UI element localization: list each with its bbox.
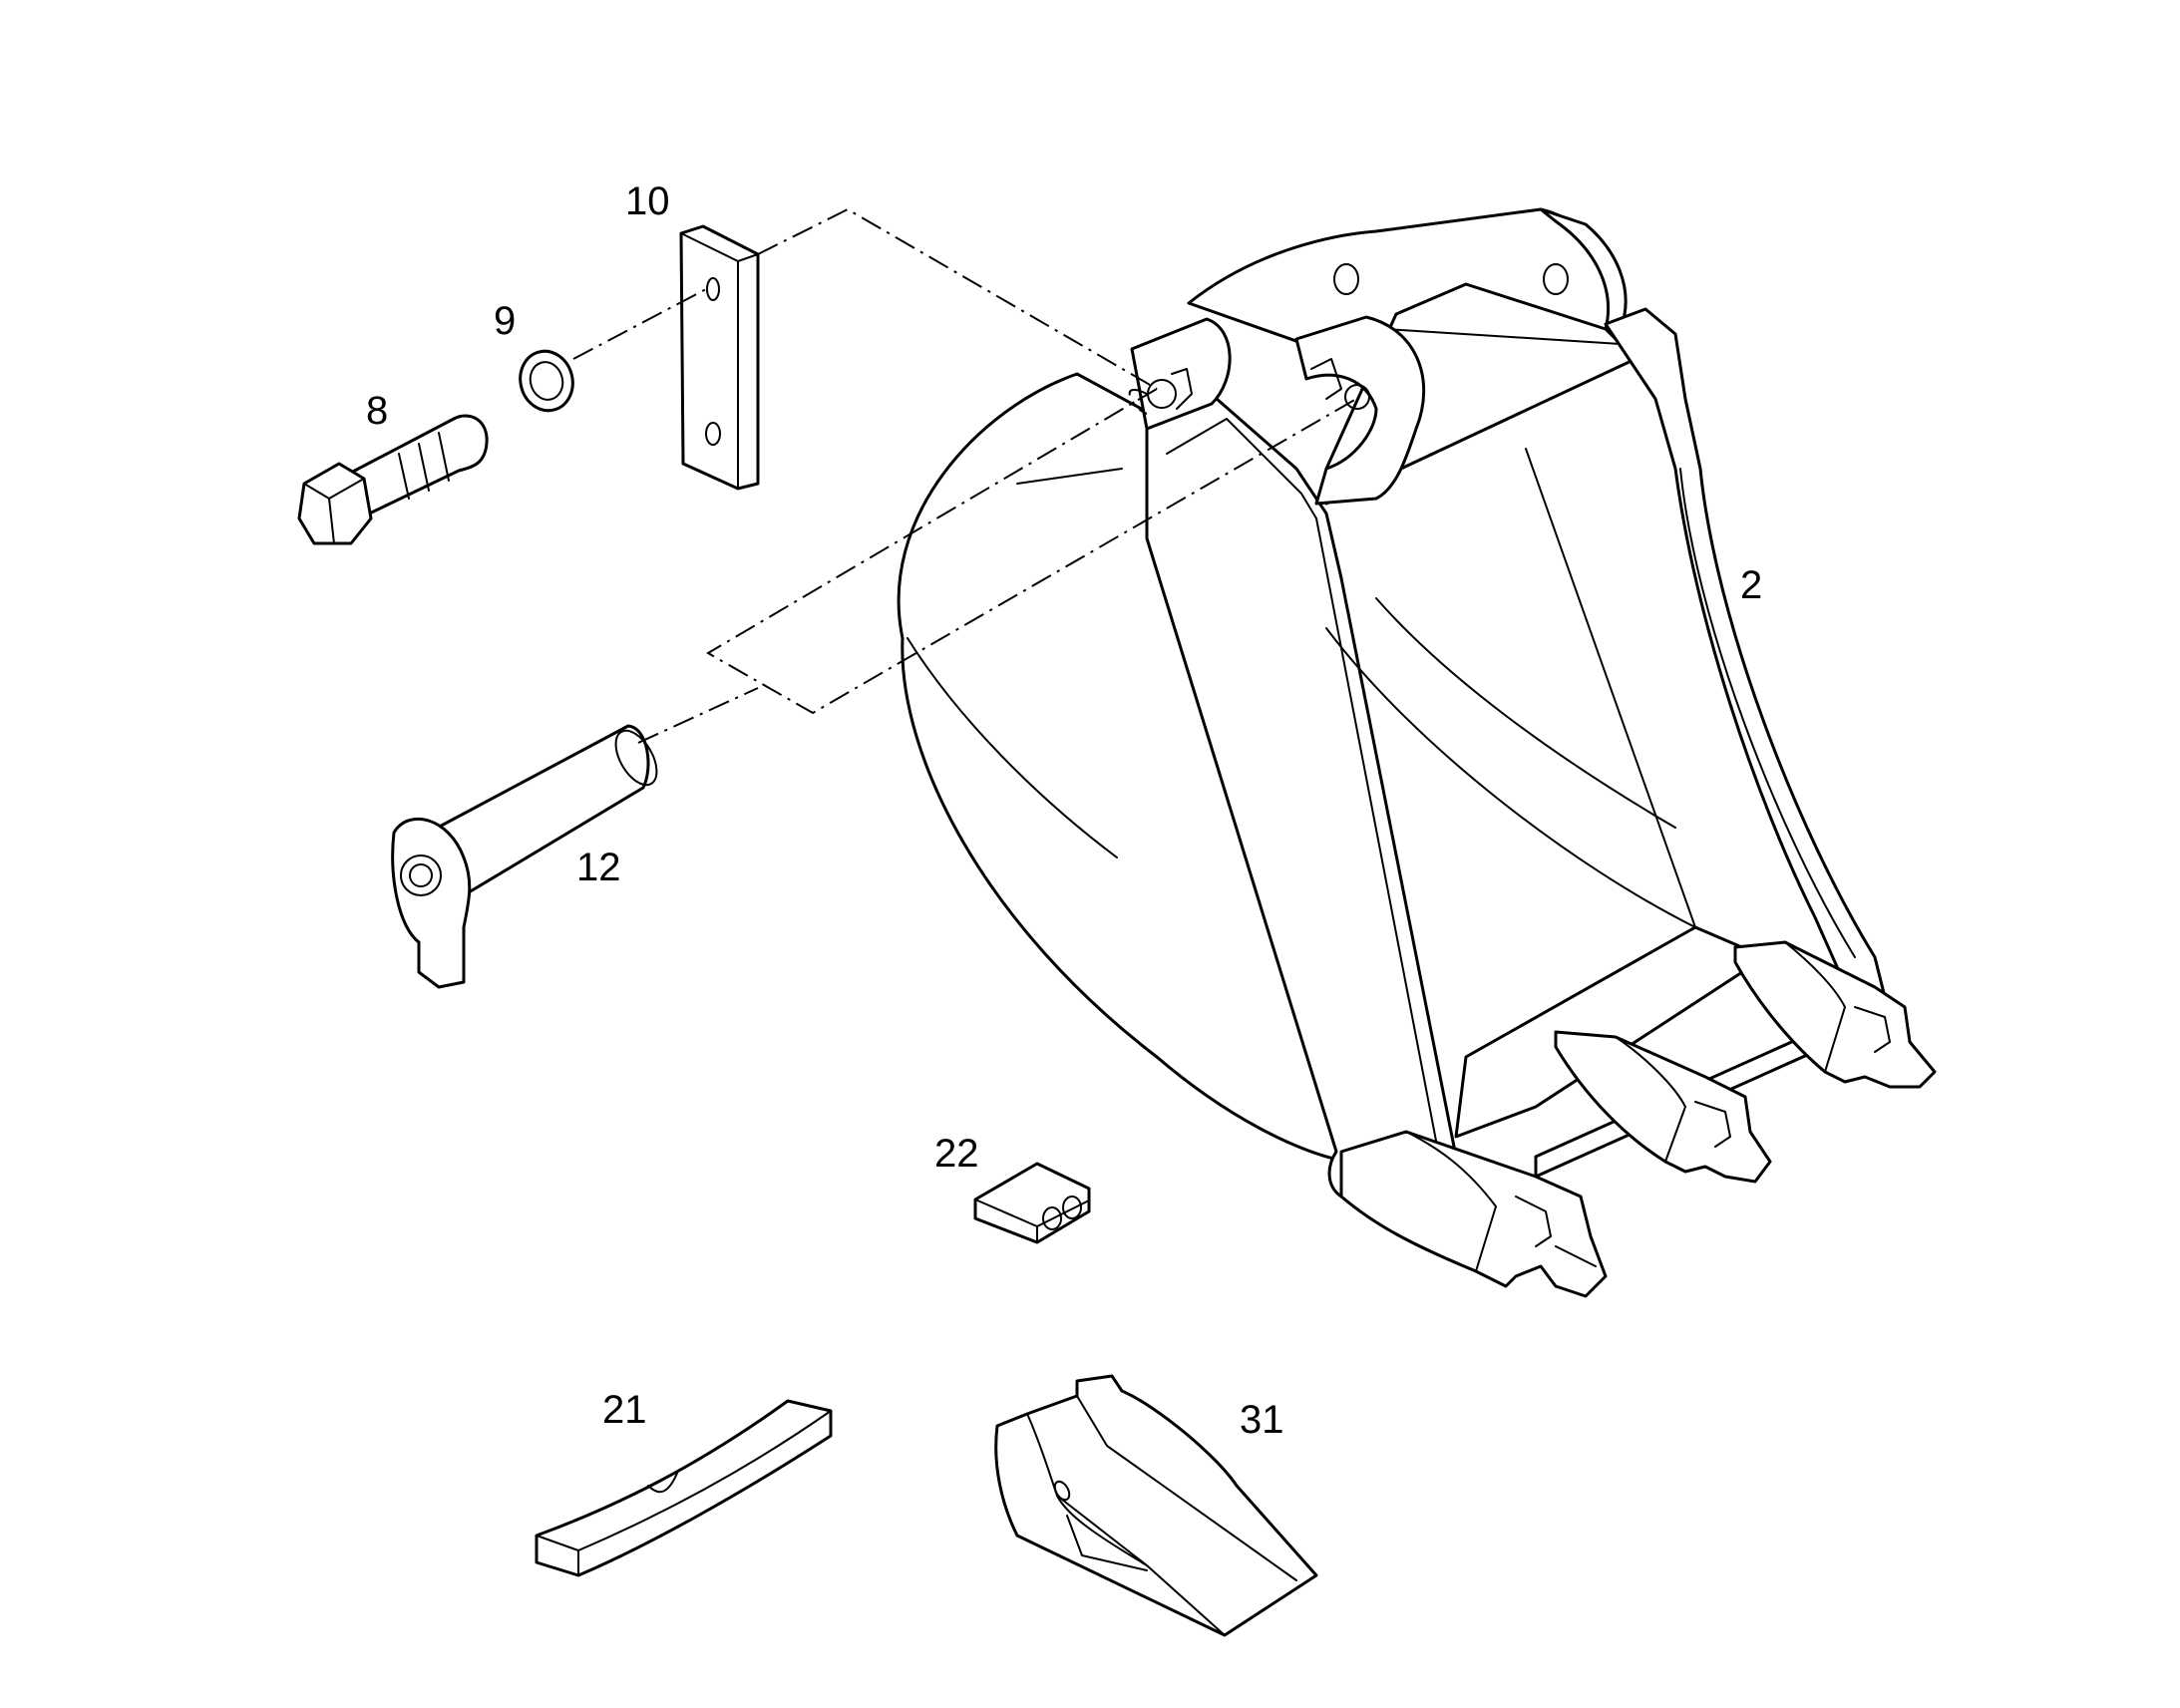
callout-22: 22 bbox=[934, 1132, 979, 1176]
callout-9: 9 bbox=[494, 299, 516, 343]
bolt-part[interactable] bbox=[297, 414, 489, 545]
callout-10: 10 bbox=[625, 179, 670, 223]
callout-31: 31 bbox=[1240, 1398, 1284, 1442]
callout-12: 12 bbox=[576, 846, 621, 889]
callout-labels: 2 8 9 10 12 21 22 31 bbox=[366, 179, 1762, 1442]
plate-part[interactable] bbox=[679, 224, 760, 491]
bucket-part[interactable] bbox=[897, 207, 1937, 1298]
callout-21: 21 bbox=[602, 1388, 647, 1432]
callout-8: 8 bbox=[366, 389, 388, 433]
pin-part[interactable] bbox=[391, 724, 665, 989]
washer-part[interactable] bbox=[514, 345, 579, 416]
callout-2: 2 bbox=[1740, 563, 1762, 607]
assembly-lines bbox=[572, 207, 1357, 744]
tooth-part[interactable] bbox=[994, 1374, 1318, 1637]
wear-strip-part[interactable] bbox=[535, 1399, 833, 1577]
retainer-part[interactable] bbox=[973, 1162, 1091, 1244]
